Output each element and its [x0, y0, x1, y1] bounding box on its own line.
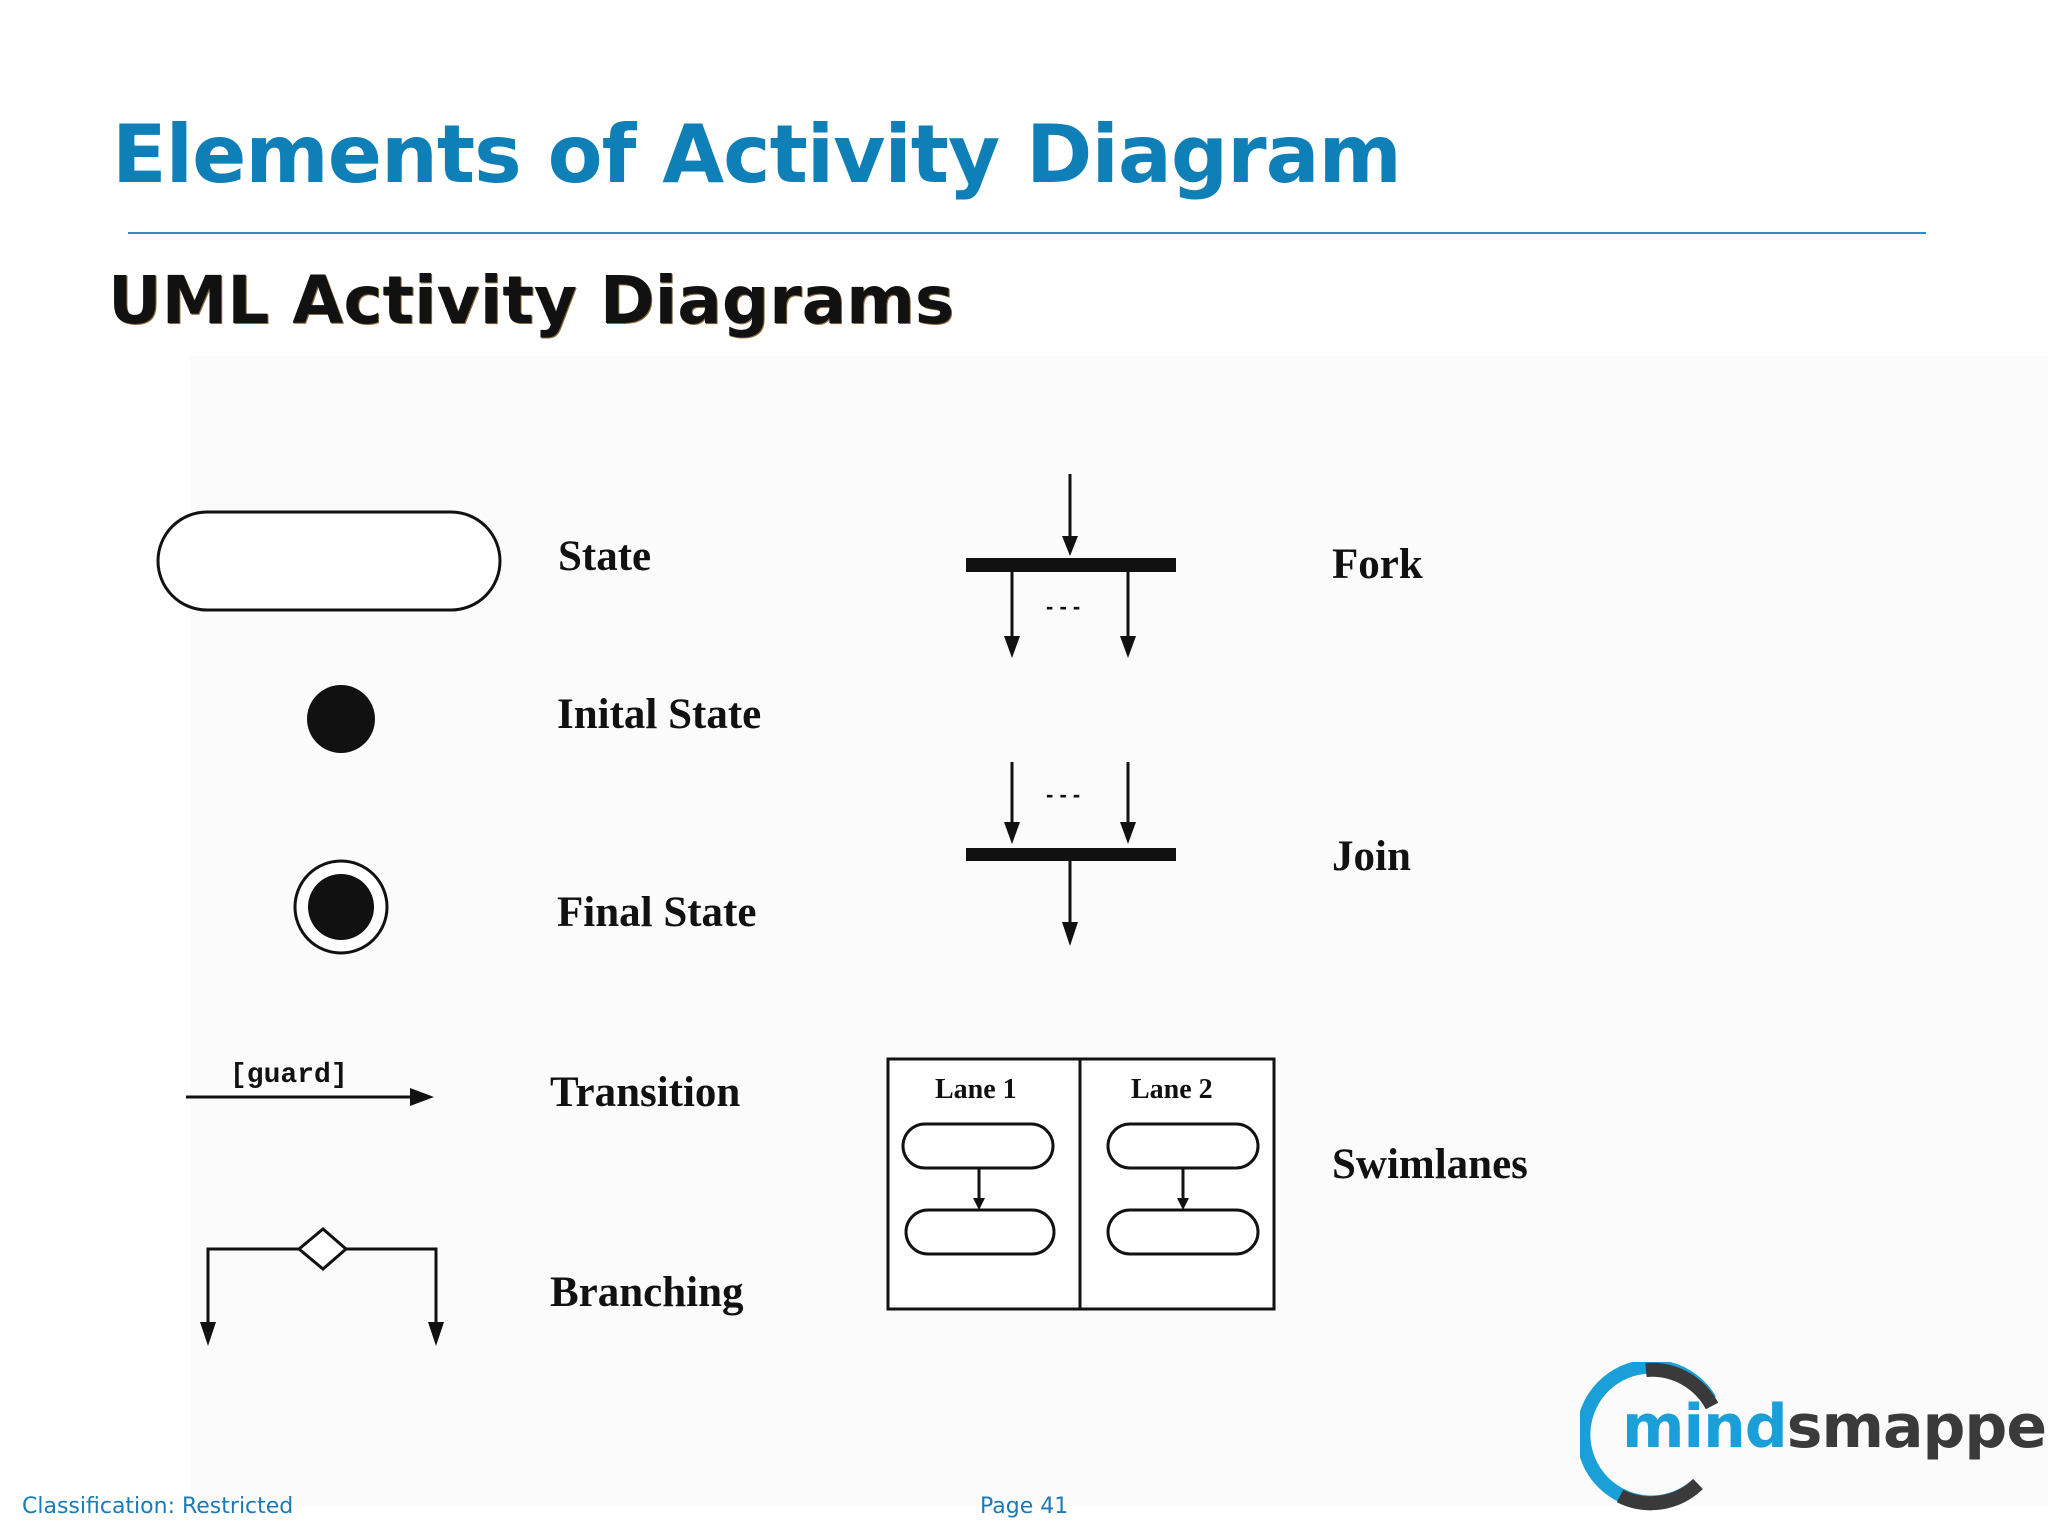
- fork-ellipsis: - - -: [1046, 594, 1080, 619]
- join-ellipsis: - - -: [1046, 782, 1080, 807]
- swimlanes-label: Swimlanes: [1332, 1141, 1528, 1188]
- diagram-heading: UML Activity Diagrams: [108, 262, 955, 339]
- logo-wordmark: mindsmapped: [1622, 1392, 2048, 1462]
- transition-label: Transition: [550, 1069, 741, 1116]
- logo-ring-icon: [1580, 1362, 1719, 1511]
- classification-text: Classification: Restricted: [22, 1494, 294, 1519]
- swimlanes-symbol: Lane 1 Lane 2: [886, 1057, 1276, 1311]
- transition-symbol: [guard]: [186, 1060, 434, 1106]
- state-symbol: [156, 510, 502, 612]
- page-number: Page 41: [980, 1494, 1069, 1519]
- lane-2-label: Lane 2: [1131, 1074, 1213, 1105]
- fork-symbol: - - -: [966, 474, 1176, 658]
- title-divider: [128, 232, 1926, 234]
- final-state-symbol: [308, 874, 374, 940]
- initial-state-symbol: [307, 685, 375, 753]
- branching-symbol: [200, 1227, 444, 1346]
- mindsmapped-logo: mindsmapped: [1580, 1362, 2048, 1512]
- guard-text: [guard]: [230, 1060, 348, 1091]
- join-label: Join: [1332, 833, 1411, 880]
- slide-title: Elements of Activity Diagram: [112, 108, 1402, 201]
- fork-label: Fork: [1332, 541, 1423, 588]
- join-symbol: - - -: [966, 762, 1176, 946]
- final-state-label: Final State: [557, 889, 757, 936]
- branching-label: Branching: [550, 1269, 744, 1316]
- lane-1-label: Lane 1: [935, 1074, 1017, 1105]
- initial-state-label: Inital State: [557, 691, 762, 738]
- state-label: State: [558, 533, 652, 580]
